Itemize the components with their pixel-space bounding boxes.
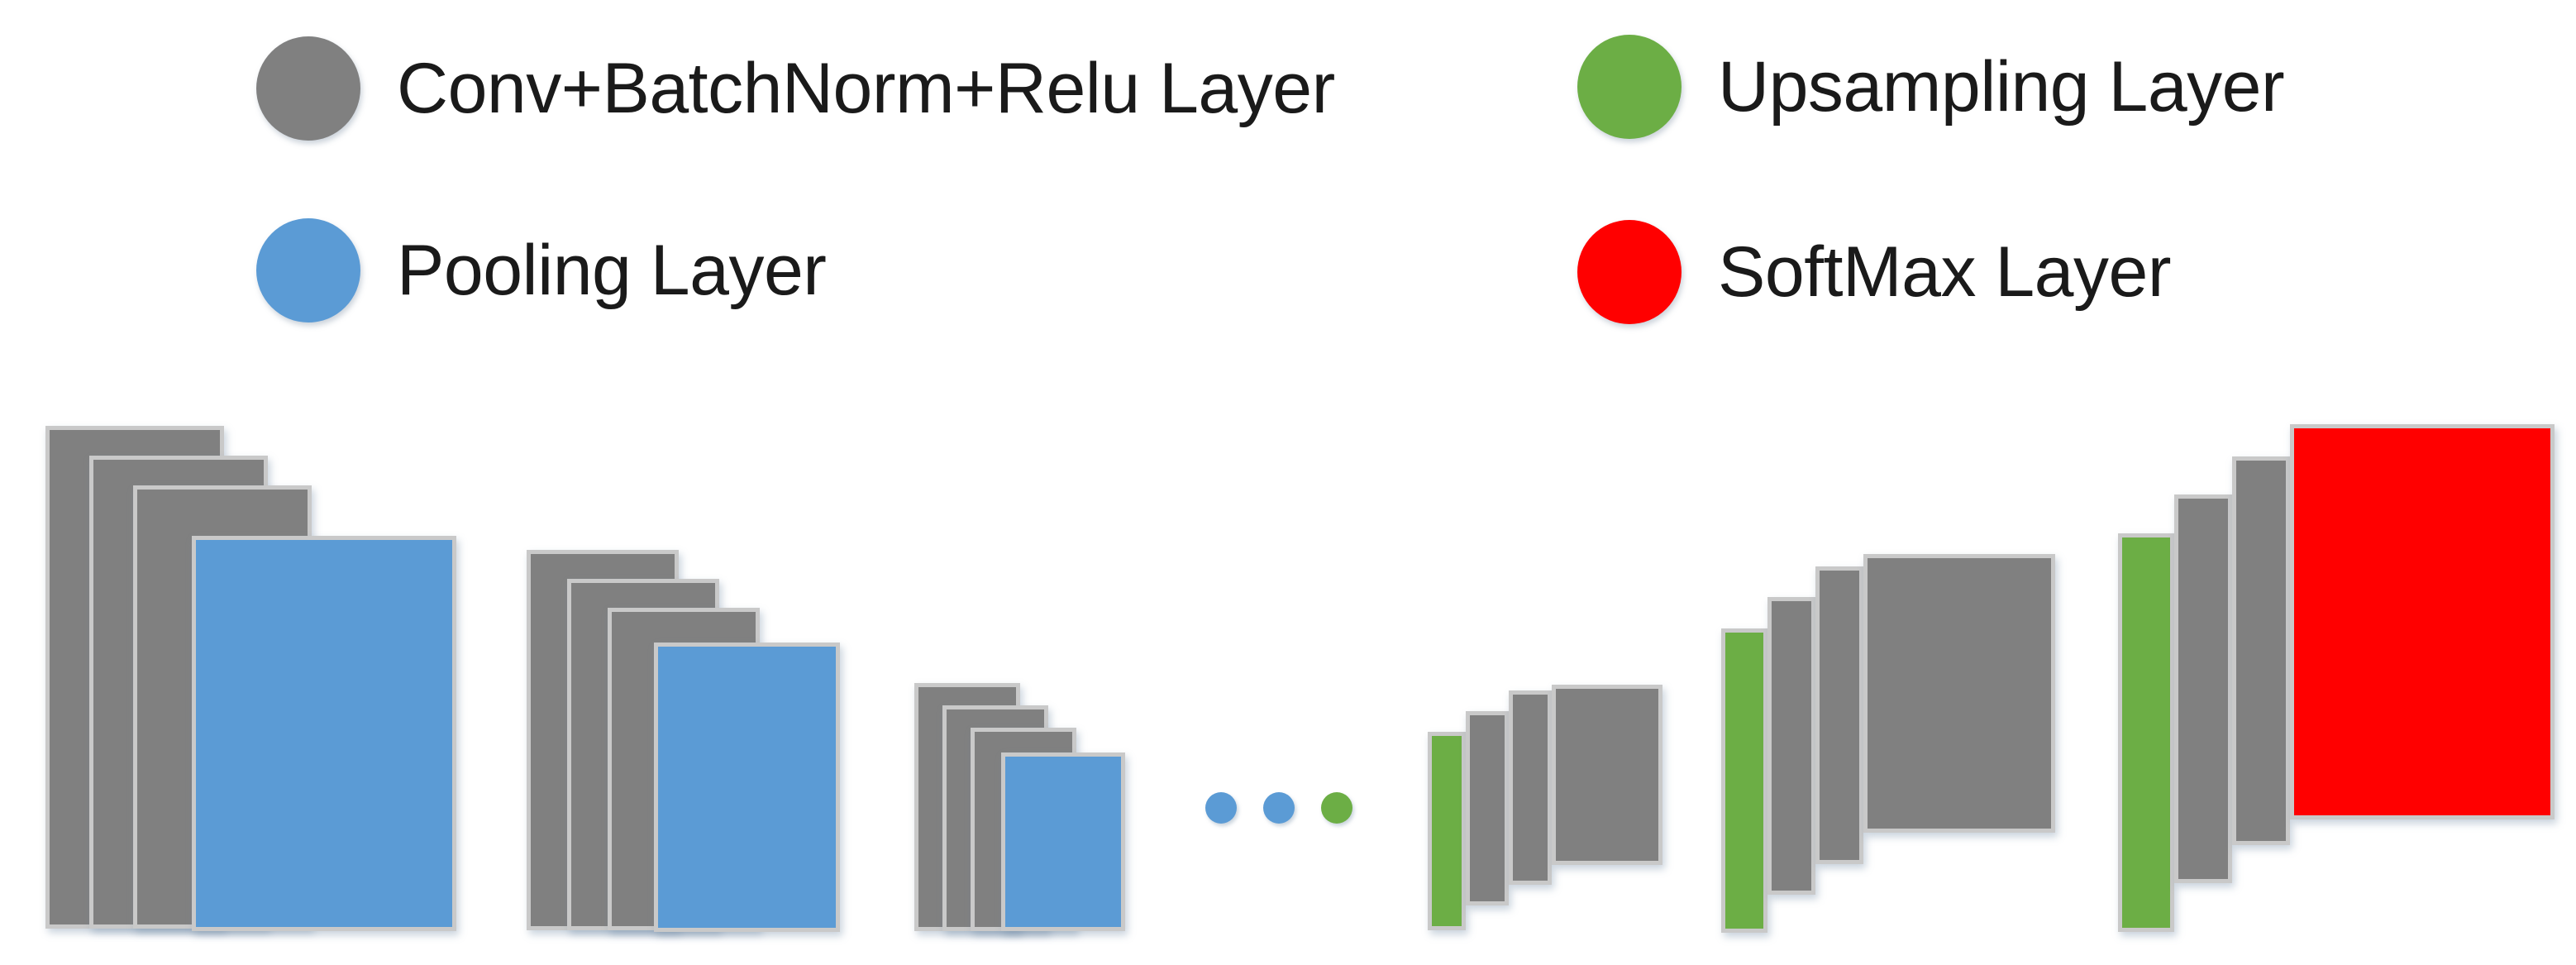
legend-label-softmax: SoftMax Layer [1718,232,2171,312]
ellipsis-dot-3-icon [1321,792,1352,824]
legend-label-upsampling: Upsampling Layer [1718,47,2285,127]
ellipsis-dot-1-icon [1205,792,1237,824]
decoder-stage-3-conv-card[interactable] [2174,494,2232,883]
legend-item-conv-batchnorm-relu[interactable]: Conv+BatchNorm+Relu Layer [256,36,1335,141]
decoder-stage-3-softmax-card[interactable] [2290,424,2555,819]
decoder-stage-2-conv-card[interactable] [1815,566,1863,864]
decoder-stage-3-conv-card[interactable] [2232,456,2290,845]
legend-item-pooling[interactable]: Pooling Layer [256,218,827,322]
decoder-stage-1-conv-card[interactable] [1466,711,1509,905]
legend-item-softmax[interactable]: SoftMax Layer [1577,220,2171,324]
ellipsis-dot-2-icon [1263,792,1295,824]
softmax-layer-swatch-icon [1577,220,1682,324]
encoder-stage-3-pooling-card[interactable] [1001,752,1125,931]
upsampling-layer-swatch-icon [1577,35,1682,139]
pooling-layer-swatch-icon [256,218,360,322]
encoder-stage-1-pooling-card[interactable] [192,536,456,931]
decoder-stage-1-upsampling-card[interactable] [1428,732,1466,930]
encoder-stage-2-pooling-card[interactable] [654,643,840,932]
decoder-stage-1-conv-card[interactable] [1509,690,1552,885]
legend-item-upsampling[interactable]: Upsampling Layer [1577,35,2285,139]
conv-layer-swatch-icon [256,36,360,141]
legend-label-pooling: Pooling Layer [397,231,827,310]
decoder-stage-2-upsampling-card[interactable] [1721,628,1767,933]
stage-ellipsis [1205,792,1352,824]
decoder-stage-2-conv-card[interactable] [1767,597,1815,895]
decoder-stage-2-conv-card[interactable] [1863,554,2055,833]
decoder-stage-1-conv-card[interactable] [1552,685,1662,865]
legend-label-conv-batchnorm-relu: Conv+BatchNorm+Relu Layer [397,49,1335,128]
decoder-stage-3-upsampling-card[interactable] [2118,533,2174,932]
